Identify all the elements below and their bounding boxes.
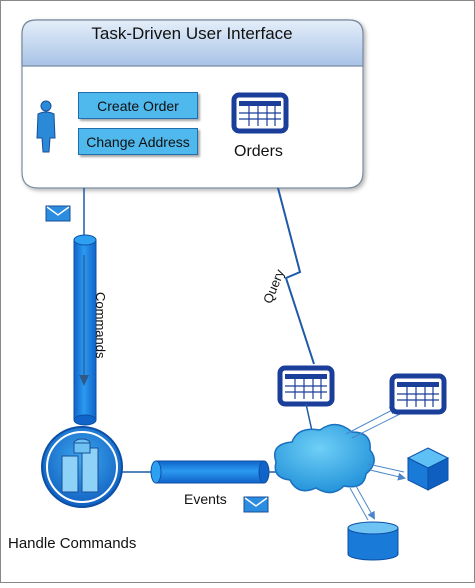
commands-label: Commands xyxy=(93,292,108,359)
change-address-button[interactable]: Change Address xyxy=(78,128,198,155)
user-icon xyxy=(36,100,56,153)
handle-commands-label: Handle Commands xyxy=(8,535,137,552)
arrow-to-database xyxy=(355,485,375,520)
output-grid-icon xyxy=(389,373,447,415)
create-order-button[interactable]: Create Order xyxy=(78,92,198,119)
query-connector xyxy=(277,187,315,365)
orders-label: Orders xyxy=(234,143,283,160)
envelope-icon xyxy=(45,205,71,222)
events-label: Events xyxy=(184,491,227,507)
envelope-icon xyxy=(243,496,269,513)
query-grid-icon xyxy=(277,365,335,407)
server-icon xyxy=(41,426,123,508)
commands-pipe xyxy=(73,234,97,426)
ui-panel-header xyxy=(21,19,364,67)
ui-panel-title: Task-Driven User Interface xyxy=(91,24,293,43)
cube-icon xyxy=(406,447,450,491)
arrow-to-grid xyxy=(345,407,398,435)
database-icon xyxy=(347,521,399,561)
arrow-to-cube xyxy=(369,469,406,481)
events-pipe xyxy=(150,460,270,484)
cloud-icon xyxy=(274,423,375,494)
orders-grid-icon xyxy=(231,92,289,134)
